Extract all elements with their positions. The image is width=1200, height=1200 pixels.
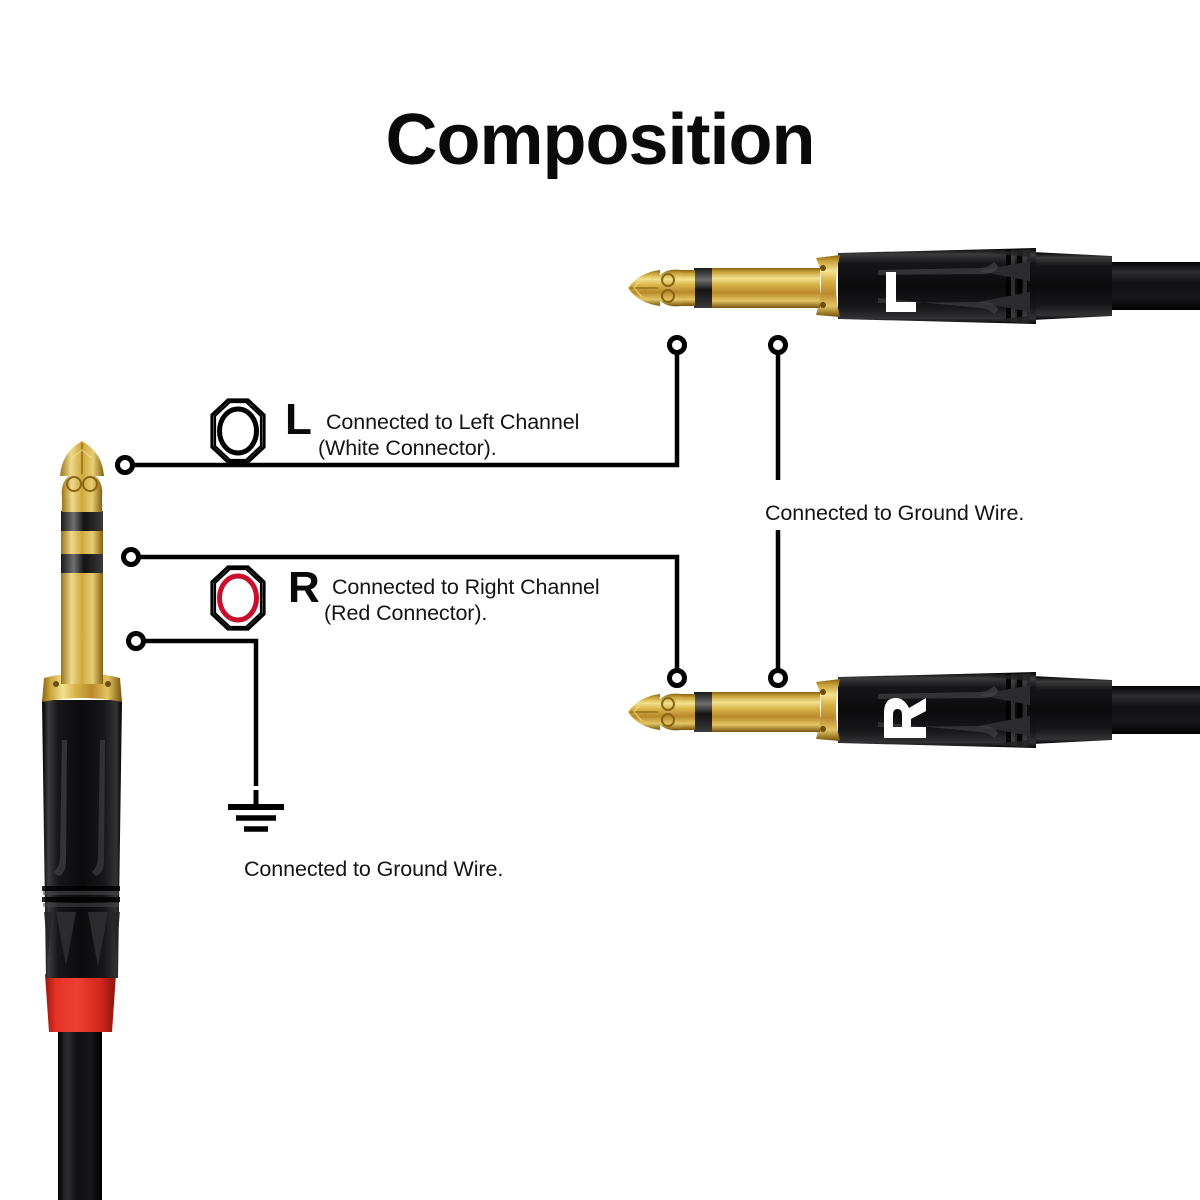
- callout-line-ground-left: [126, 631, 259, 786]
- legend-right-line2: (Red Connector).: [324, 601, 488, 625]
- connector-marking-L: [886, 272, 916, 312]
- legend-left-line1: Connected to Left Channel: [326, 410, 580, 434]
- legend-right-line1: Connected to Right Channel: [332, 575, 600, 599]
- connector-marking-R: [884, 698, 926, 738]
- ground-label-right: Connected to Ground Wire.: [765, 501, 1025, 525]
- legend-letter-right: R: [288, 563, 320, 612]
- callout-line-ground-right: [768, 335, 788, 688]
- callout-line-right-channel: [121, 547, 687, 688]
- mono-ts-plug-left: [628, 248, 1200, 324]
- hex-nut-jack-red-icon: [210, 565, 266, 631]
- ground-label-left: Connected to Ground Wire.: [244, 857, 504, 881]
- stereo-trs-plug: [42, 441, 122, 1200]
- mono-ts-plug-right: [628, 672, 1200, 748]
- callout-line-left-channel: [115, 335, 687, 475]
- legend-letter-left: L: [285, 395, 312, 444]
- hex-nut-jack-white-icon: [210, 398, 266, 464]
- earth-ground-icon: [228, 790, 284, 832]
- legend-left-line2: (White Connector).: [318, 436, 497, 460]
- page-title: Composition: [385, 100, 816, 180]
